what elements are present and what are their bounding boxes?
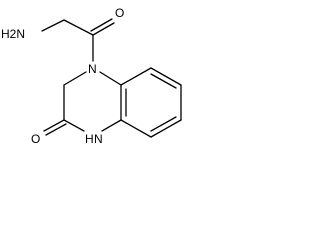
carbonyl-oxygen-label: O (115, 6, 124, 20)
bond-ring-n-ch2 (63, 71, 87, 86)
bond-lactam-oxygen-2 (45, 123, 67, 136)
bond-carbonyl-oxygen-1 (92, 22, 115, 36)
lactam-oxygen-label: O (31, 132, 40, 146)
bond-amine-ch2 (41, 19, 65, 32)
bond-aryl-bottom-right (150, 119, 182, 138)
bond-lactam-oxygen-1 (43, 119, 65, 132)
bond-aryl-top-right-inner (150, 73, 177, 89)
lactam-nitrogen-label: N (94, 132, 103, 146)
bond-aryl-top-right (150, 67, 182, 86)
lactam-hydrogen-label: H (85, 132, 94, 146)
bond-aryl-top (120, 67, 152, 86)
bond-group (41, 18, 182, 138)
bond-ch2-carbonyl (63, 19, 94, 36)
amine-label: H2N (1, 27, 25, 41)
chemical-structure: H2N O N O H N (1, 6, 182, 146)
bond-ring-n-aryl (99, 71, 122, 86)
bond-lactam-c-nh (63, 119, 85, 132)
bond-nh-aryl (101, 119, 122, 132)
ring-nitrogen-label: N (88, 62, 97, 76)
bond-aryl-bottom (120, 119, 152, 138)
bond-carbonyl-oxygen-2 (90, 18, 113, 32)
bond-aryl-bottom-right-inner (150, 116, 177, 132)
